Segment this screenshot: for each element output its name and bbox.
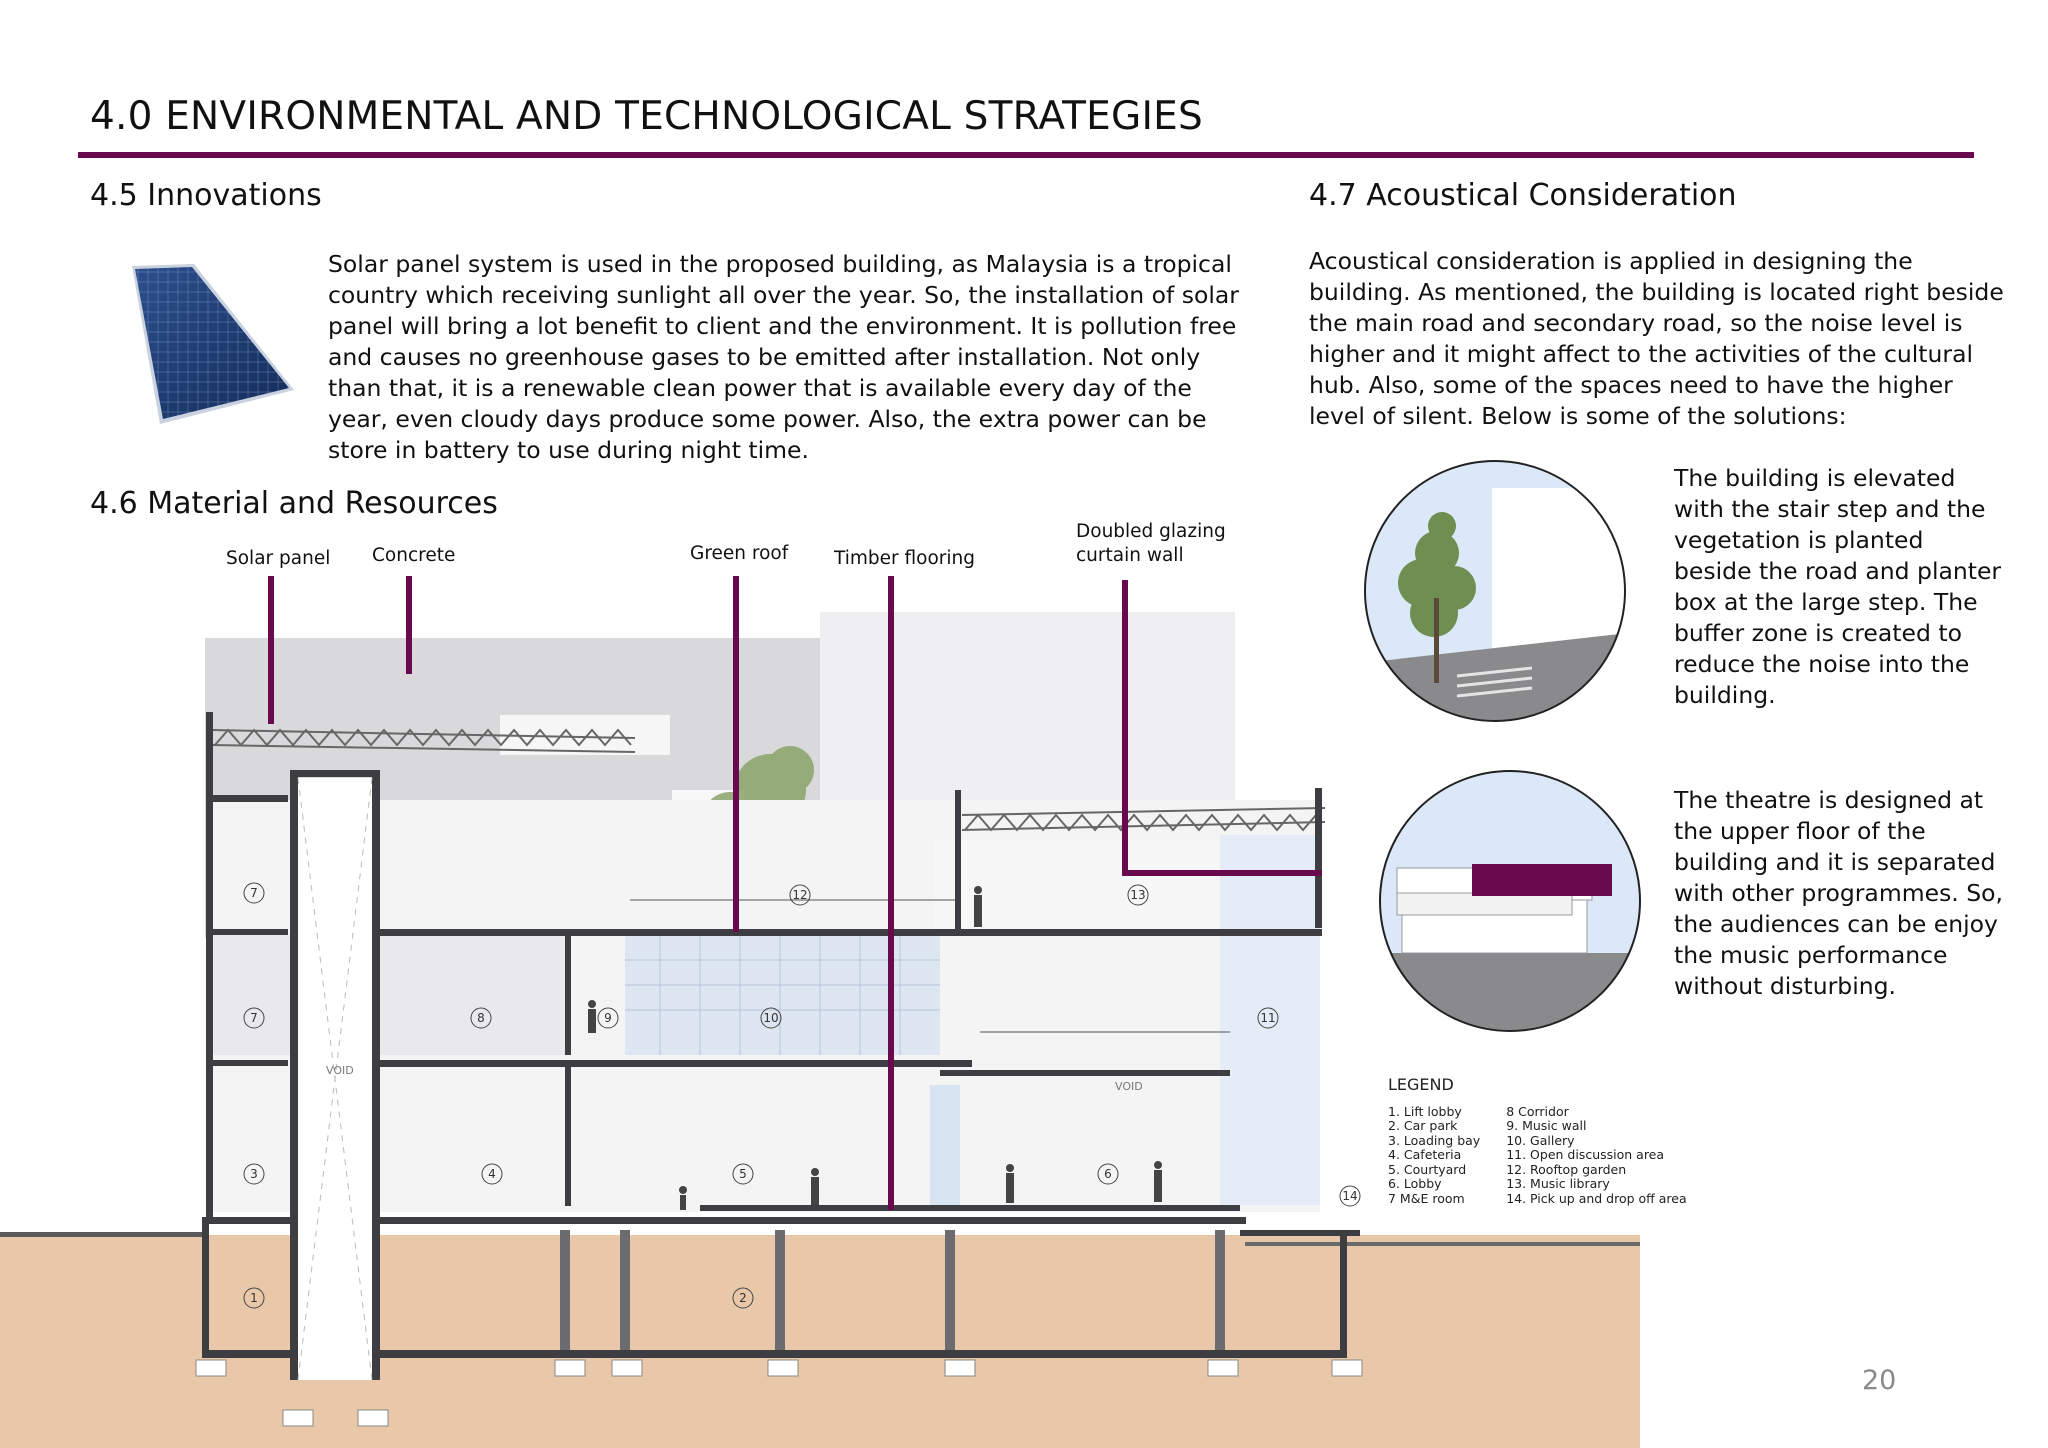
legend-item: 3. Loading bay <box>1388 1132 1481 1148</box>
legend: LEGEND 1. Lift lobby 2. Car park 3. Load… <box>1388 1075 1687 1206</box>
legend-title: LEGEND <box>1388 1075 1454 1094</box>
title-divider <box>78 152 1974 158</box>
innovations-paragraph: Solar panel system is used in the propos… <box>328 250 1239 464</box>
legend-item: 10. Gallery <box>1506 1132 1575 1148</box>
legend-item: 9. Music wall <box>1506 1118 1587 1133</box>
svg-text:12: 12 <box>792 888 807 902</box>
svg-text:3: 3 <box>250 1167 258 1181</box>
legend-item: 1. Lift lobby <box>1388 1103 1462 1119</box>
legend-item: 4. Cafeteria <box>1388 1147 1462 1162</box>
svg-text:VOID: VOID <box>1115 1080 1143 1093</box>
legend-item: 6. Lobby <box>1388 1176 1442 1191</box>
legend-item: 11. Open discussion area <box>1506 1147 1665 1162</box>
acoustics-solution-1: The building is elevated with the stair … <box>1674 464 2002 709</box>
label-timber-flooring: Timber flooring <box>834 548 976 569</box>
svg-text:4: 4 <box>488 1167 496 1181</box>
page-number: 20 <box>1862 1365 1897 1396</box>
legend-item: 7 M&E room <box>1388 1190 1465 1206</box>
svg-text:1: 1 <box>250 1291 258 1305</box>
legend-item: 2. Car park <box>1388 1118 1458 1133</box>
svg-text:7: 7 <box>250 886 258 900</box>
svg-text:8: 8 <box>477 1011 485 1025</box>
legend-item: 14. Pick up and drop off area <box>1506 1190 1687 1206</box>
legend-item: 12. Rooftop garden <box>1506 1161 1627 1177</box>
section-heading-innovations: 4.5 Innovations <box>90 178 322 213</box>
svg-text:10: 10 <box>763 1011 778 1025</box>
svg-text:6: 6 <box>1104 1167 1112 1181</box>
section-heading-acoustics: 4.7 Acoustical Consideration <box>1309 178 1737 213</box>
label-solar-panel: Solar panel <box>226 548 331 569</box>
legend-item: 5. Courtyard <box>1388 1161 1467 1177</box>
svg-text:5: 5 <box>739 1167 747 1181</box>
acoustics-solution-2: The theatre is designed at the upper flo… <box>1674 786 2004 1000</box>
theatre-upper-floor-illustration <box>1379 770 1641 1032</box>
label-doubled-glazing: Doubled glazing curtain wall <box>1076 521 1226 566</box>
buffer-zone-illustration <box>1364 460 1626 722</box>
legend-item: 13. Music library <box>1506 1176 1610 1191</box>
svg-text:14: 14 <box>1342 1189 1357 1203</box>
svg-text:VOID: VOID <box>326 1064 354 1077</box>
svg-text:9: 9 <box>604 1011 612 1025</box>
label-concrete: Concrete <box>372 545 456 566</box>
section-heading-materials: 4.6 Material and Resources <box>90 486 498 521</box>
building-section-drawing: VOID VOID 1 2 3 4 5 6 7 7 8 9 10 11 12 1… <box>0 576 1640 1448</box>
svg-text:7: 7 <box>250 1011 258 1025</box>
acoustics-paragraph: Acoustical consideration is applied in d… <box>1309 247 2004 430</box>
svg-text:11: 11 <box>1260 1011 1275 1025</box>
legend-item: 8 Corridor <box>1506 1103 1569 1119</box>
solar-panel-icon <box>132 264 294 424</box>
svg-text:13: 13 <box>1130 888 1145 902</box>
svg-text:2: 2 <box>739 1291 747 1305</box>
label-green-roof: Green roof <box>690 543 789 564</box>
page-title: 4.0 ENVIRONMENTAL AND TECHNOLOGICAL STRA… <box>90 94 1203 139</box>
